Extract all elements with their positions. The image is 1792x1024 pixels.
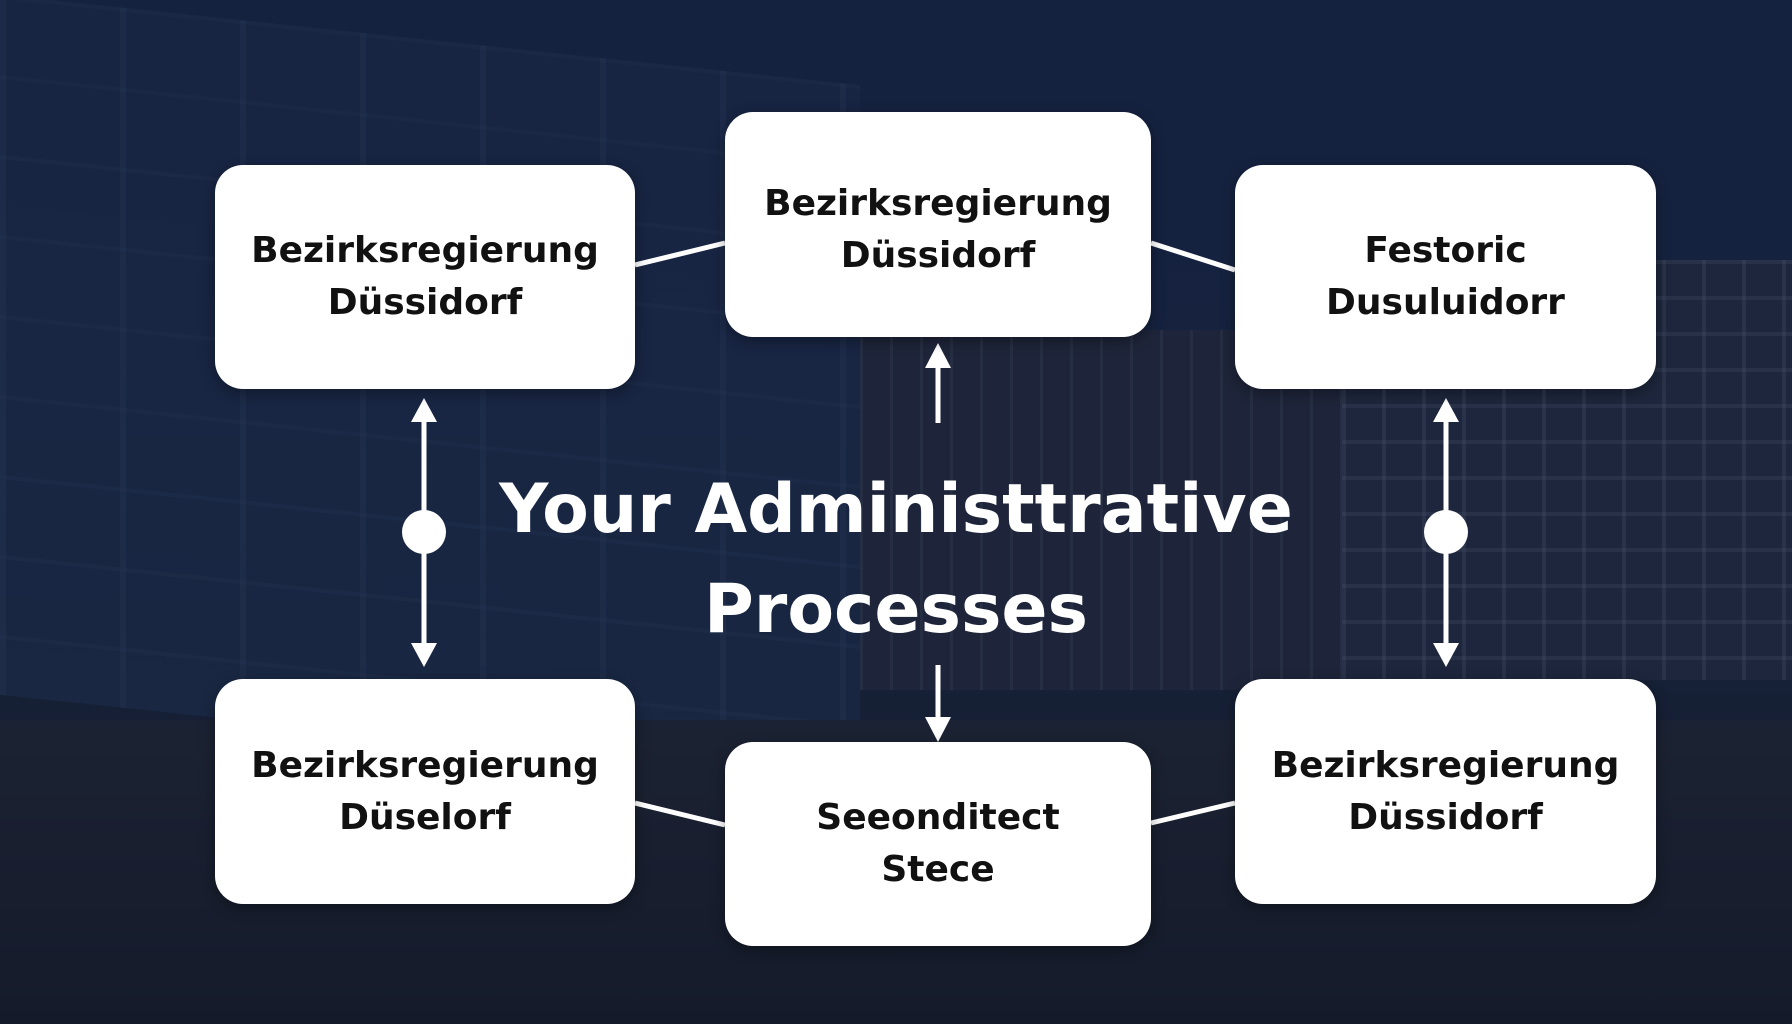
arrowhead-left-up bbox=[411, 398, 437, 422]
node-label-line1: Bezirksregierung bbox=[251, 230, 599, 271]
node-label-line2: Stece bbox=[881, 849, 995, 890]
node-label-line1: Bezirksregierung bbox=[251, 744, 599, 786]
connector-bc-br bbox=[1150, 800, 1236, 826]
title-line2: Processes bbox=[703, 570, 1089, 649]
junction-dot-right bbox=[1424, 510, 1468, 554]
node-bottom-right[interactable]: Bezirksregierung Düssidorf bbox=[1235, 679, 1656, 904]
node-label-line2: Düssidorf bbox=[327, 282, 523, 323]
node-label-line2: Düssidorf bbox=[840, 235, 1036, 276]
connector-tl-tc bbox=[634, 240, 726, 268]
arrowhead-center-up bbox=[925, 343, 951, 368]
connector-tc-tr bbox=[1150, 240, 1236, 273]
node-label-line1: Bezirksregierung bbox=[764, 183, 1112, 224]
node-top-right[interactable]: Festoric Dusuluidorr bbox=[1235, 165, 1656, 389]
node-label-line2: Düselorf bbox=[339, 796, 511, 838]
node-label-line1: Festoric bbox=[1364, 230, 1527, 271]
connector-bl-bc bbox=[634, 800, 726, 828]
arrowhead-left-down bbox=[411, 643, 437, 667]
node-label-line1: Seeonditect bbox=[816, 797, 1060, 838]
node-top-center[interactable]: Bezirksregierung Düssidorf bbox=[725, 112, 1151, 337]
node-label-line2: Düssidorf bbox=[1348, 796, 1543, 838]
node-label-line2: Dusuluidorr bbox=[1326, 282, 1565, 323]
arrowhead-center-down bbox=[925, 717, 951, 742]
title-line1: Your Administtrative bbox=[499, 470, 1293, 549]
arrowhead-right-up bbox=[1433, 398, 1459, 422]
building-center bbox=[860, 330, 1380, 690]
node-bottom-left[interactable]: Bezirksregierung Düselorf bbox=[215, 679, 635, 904]
node-label-line1: Bezirksregierung bbox=[1271, 744, 1620, 786]
junction-dot-left bbox=[402, 510, 446, 554]
node-top-left[interactable]: Bezirksregierung Düssidorf bbox=[215, 165, 635, 389]
diagram-title: Your Administtrative Processes bbox=[0, 460, 1792, 660]
node-bottom-center[interactable]: Seeonditect Stece bbox=[725, 742, 1151, 946]
arrowhead-right-down bbox=[1433, 643, 1459, 667]
